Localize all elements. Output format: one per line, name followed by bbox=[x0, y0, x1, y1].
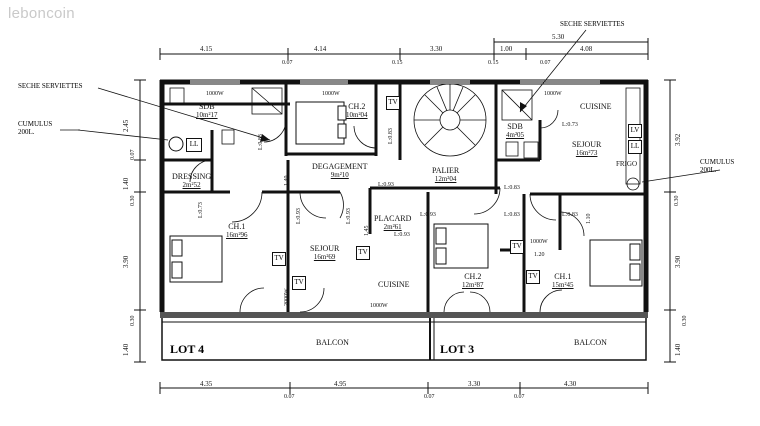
tv-palier: TV bbox=[356, 246, 370, 260]
left-dim-5: 3.90 bbox=[122, 255, 130, 268]
left-dim-4: 0.30 bbox=[130, 195, 136, 207]
leboncoin-watermark: leboncoin bbox=[8, 5, 75, 22]
lot-3-label: LOT 3 bbox=[440, 342, 475, 356]
bottom-dim-4: 4.30 bbox=[564, 380, 577, 388]
frigo-label: FRIGO bbox=[616, 160, 638, 168]
bottom-wall-1: 0.07 bbox=[284, 394, 295, 400]
door-width-14: 1.40 bbox=[284, 175, 290, 187]
door-width-16: L:0.73 bbox=[198, 202, 204, 218]
left-dim-7: 1.40 bbox=[122, 343, 130, 356]
top-wall-2: 0.15 bbox=[392, 60, 403, 66]
power-cuisine-lot4: 1000W bbox=[370, 303, 388, 309]
door-width-10: L:0.93 bbox=[394, 232, 410, 238]
power-sdb-lot4: 1000W bbox=[206, 91, 224, 97]
room-cuisine-lot3: CUISINE bbox=[580, 102, 612, 111]
top-dim-2: 4.14 bbox=[314, 45, 327, 53]
lv-lot3: LV bbox=[628, 124, 642, 138]
cumulus-left-tank bbox=[168, 136, 184, 152]
door-width-3: L:0.93 bbox=[378, 182, 394, 188]
bed-ch2-lot4 bbox=[295, 101, 345, 145]
ll-lot4: LL bbox=[186, 138, 202, 152]
door-width-15: 1.45 bbox=[364, 225, 370, 237]
door-width-9: L:0.93 bbox=[420, 212, 436, 218]
top-dim-5: 5.30 bbox=[552, 33, 565, 41]
door-width-12: 1.20 bbox=[534, 252, 545, 258]
left-dim-6: 0.30 bbox=[130, 315, 136, 327]
power-ch2-lot3: 1000W bbox=[530, 239, 548, 245]
door-width-4: L:0.93 bbox=[296, 208, 302, 224]
power-ch2-lot4: 1000W bbox=[322, 91, 340, 97]
bottom-wall-2: 0.07 bbox=[424, 394, 435, 400]
tv-ch2-lot3: TV bbox=[510, 240, 524, 254]
ll-lot3: LL bbox=[628, 140, 642, 154]
door-width-2: L:0.83 bbox=[388, 128, 394, 144]
shower-lot3 bbox=[501, 89, 533, 121]
door-width-13: 1.10 bbox=[586, 213, 592, 225]
top-wall-4: 0.07 bbox=[540, 60, 551, 66]
right-dim-2: 0.30 bbox=[674, 195, 680, 207]
tv-ch1-lot4: TV bbox=[272, 252, 286, 266]
door-width-5: L:0.93 bbox=[346, 208, 352, 224]
bathtub-lot4 bbox=[251, 87, 283, 115]
bottom-dim-3: 3.30 bbox=[468, 380, 481, 388]
spiral-staircase bbox=[413, 83, 487, 157]
lot-4-label: LOT 4 bbox=[170, 342, 205, 356]
seche-serviettes-right-label: SECHE SERVIETTES bbox=[560, 20, 625, 28]
right-dim-1: 3.92 bbox=[674, 133, 682, 146]
bottom-dim-2: 4.95 bbox=[334, 380, 347, 388]
top-dim-1: 4.15 bbox=[200, 45, 213, 53]
balcony-label-lot3: BALCON bbox=[574, 338, 607, 347]
power-cuisine-lot3: 1000W bbox=[544, 91, 562, 97]
top-dim-3: 3.30 bbox=[430, 45, 443, 53]
right-dim-3: 3.90 bbox=[674, 255, 682, 268]
right-dim-4: 0.30 bbox=[682, 315, 688, 327]
room-cuisine-lot4: CUISINE bbox=[378, 280, 410, 289]
left-dim-3: 1.40 bbox=[122, 177, 130, 190]
top-dim-6: 4.08 bbox=[580, 45, 593, 53]
right-dim-5: 1.40 bbox=[674, 343, 682, 356]
power-sejour-lot4: 2000W bbox=[284, 288, 290, 306]
tv-sejour-lot4: TV bbox=[292, 276, 306, 290]
left-dim-1: 2.45 bbox=[122, 119, 130, 132]
top-wall-3: 0.15 bbox=[488, 60, 499, 66]
tv-ch1-lot3: TV bbox=[526, 270, 540, 284]
door-width-8: L:0.73 bbox=[562, 122, 578, 128]
top-dim-4: 1.00 bbox=[500, 45, 513, 53]
door-width-6: L:0.83 bbox=[504, 185, 520, 191]
door-width-7: L:0.83 bbox=[504, 212, 520, 218]
left-dim-2: 0.07 bbox=[130, 149, 136, 161]
bottom-dim-1: 4.35 bbox=[200, 380, 213, 388]
bottom-wall-3: 0.07 bbox=[514, 394, 525, 400]
top-wall-1: 0.07 bbox=[282, 60, 293, 66]
seche-serviettes-left-label: SECHE SERVIETTES bbox=[18, 82, 83, 90]
door-width-1: L:0.83 bbox=[258, 134, 264, 150]
balcony-label-lot4: BALCON bbox=[316, 338, 349, 347]
door-width-11: L:0.83 bbox=[562, 212, 578, 218]
tv-ch2-lot4: TV bbox=[386, 96, 400, 110]
